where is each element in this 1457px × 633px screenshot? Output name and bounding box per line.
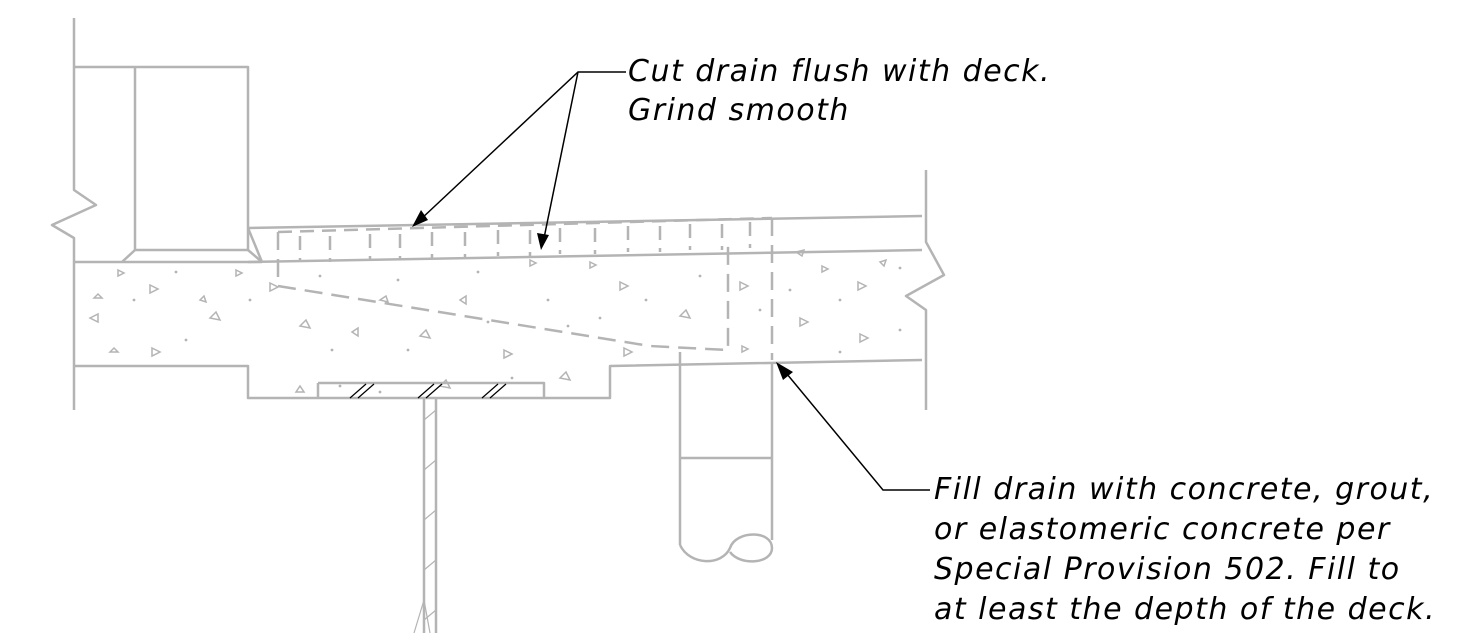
bottom-note-line-3: Special Provision 502. Fill to [934,552,1401,587]
bottom-note-line-1: Fill drain with concrete, grout, [934,472,1434,507]
girder-web [422,398,438,633]
drain-pipe [678,352,774,545]
overlay-bottom-line [247,248,923,264]
web-hatch [413,409,437,633]
top-note-line-2: Grind smooth [628,93,850,128]
flange-hatch [349,383,507,399]
aggregate-dots [132,266,902,394]
leader-arrowhead [776,362,793,380]
overlay-top-line [247,214,923,230]
leader-arrowhead [537,233,549,250]
right-break-line [904,170,946,410]
girder-flange [318,381,546,398]
bottom-leader-line [781,367,930,491]
bottom-note-line-4: at least the depth of the deck. [934,592,1436,627]
left-break-line [50,18,98,410]
barrier-outline [74,65,250,252]
drain-grate-top-dashed [277,216,773,234]
bottom-note-line-2: or elastomeric concrete per [934,512,1391,547]
drain-pipe-break [678,533,774,563]
deck-bottom-line [74,358,923,400]
drain-grate-dashed [298,222,752,262]
top-note-line-1: Cut drain flush with deck. [628,54,1051,89]
aggregate-symbols [88,248,888,393]
barrier-base-chamfer [121,249,263,263]
overlay-end [246,227,264,263]
drain-scupper-dashed [276,232,730,352]
leader-arrowhead [412,210,428,227]
top-leader-line [419,71,626,244]
